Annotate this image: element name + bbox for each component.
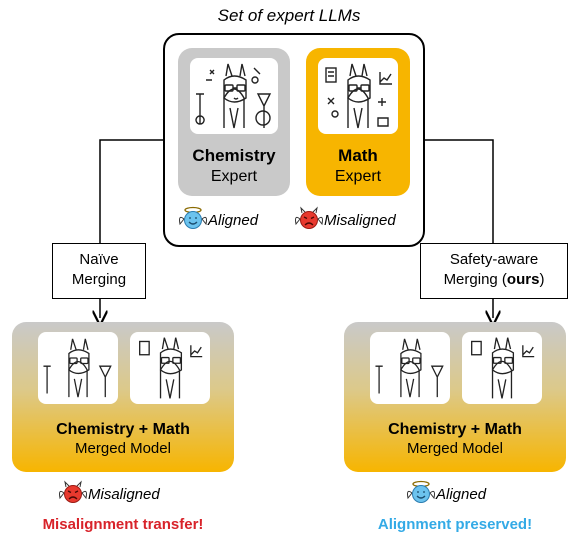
devil-emoji-icon — [294, 205, 324, 235]
merged-left-status-label: Misaligned — [88, 485, 160, 503]
merged-right-math-image — [462, 332, 542, 404]
merged-left-chemistry-image — [38, 332, 118, 404]
naive-merging-line1: Naïve — [79, 251, 119, 268]
math-llama-image — [318, 58, 398, 134]
merged-right-title: Chemistry + Math — [388, 421, 522, 438]
ours-emphasis: ours — [506, 270, 540, 288]
chemistry-llama-image — [190, 58, 278, 134]
devil-emoji-icon — [58, 479, 88, 509]
diagram-title: Set of expert LLMs — [217, 6, 361, 25]
alignment-preserved-result: Alignment preserved! — [377, 516, 533, 533]
merged-left-subtitle: Merged Model — [75, 439, 171, 457]
safety-aware-merging-label: Safety-aware Merging (ours) — [420, 243, 568, 299]
math-expert-name: Math — [338, 146, 378, 165]
math-expert-role: Expert — [334, 167, 382, 185]
naive-merging-line2: Merging — [71, 270, 127, 288]
angel-emoji-icon — [406, 480, 436, 509]
misaligned-legend: Misaligned — [294, 205, 396, 235]
angel-emoji-icon — [178, 206, 208, 235]
merged-left-math-image — [130, 332, 210, 404]
misaligned-legend-label: Misaligned — [324, 211, 396, 229]
chemistry-expert-role: Expert — [210, 167, 258, 185]
merged-right-chemistry-image — [370, 332, 450, 404]
math-expert-card: Math Expert — [306, 48, 410, 196]
merged-left-title: Chemistry + Math — [56, 421, 190, 438]
aligned-legend-label: Aligned — [208, 211, 259, 229]
merged-left-status: Misaligned — [58, 479, 160, 509]
aligned-legend: Aligned — [178, 206, 259, 235]
merged-model-left-card: Chemistry + Math Merged Model — [12, 322, 234, 472]
merged-right-status-label: Aligned — [436, 485, 487, 503]
naive-merging-label: Naïve Merging — [52, 243, 146, 299]
misalignment-transfer-result: Misalignment transfer! — [42, 516, 204, 533]
merged-right-subtitle: Merged Model — [407, 439, 503, 457]
chemistry-expert-name: Chemistry — [192, 146, 276, 165]
safety-merging-line1: Safety-aware — [449, 251, 539, 268]
merged-right-status: Aligned — [406, 480, 487, 509]
merged-model-right-card: Chemistry + Math Merged Model — [344, 322, 566, 472]
safety-merging-line2: Merging (ours) — [443, 270, 545, 288]
chemistry-expert-card: Chemistry Expert — [178, 48, 290, 196]
